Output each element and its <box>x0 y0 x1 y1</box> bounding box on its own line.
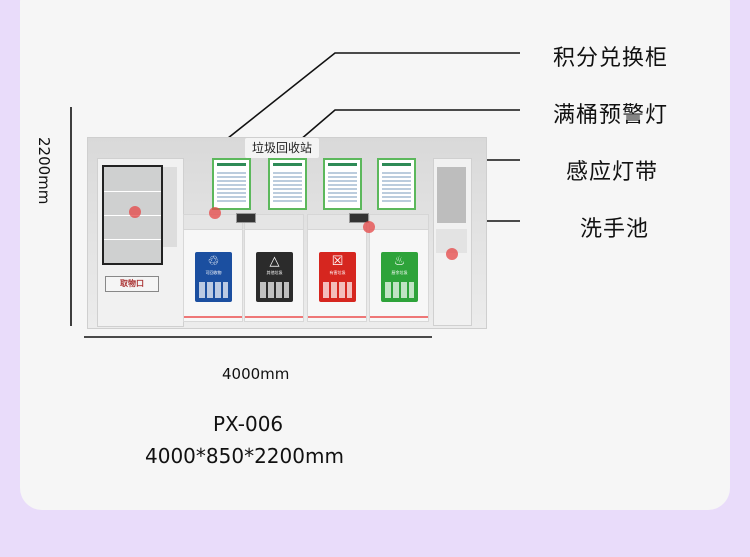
info-poster <box>212 158 251 210</box>
recycle-icon: ♲ <box>207 254 220 269</box>
callout-hand-sink: 洗手池 <box>580 217 650 242</box>
bin-label: 可回收物 <box>205 270 222 275</box>
vending-control-panel <box>163 167 177 247</box>
callout-exchange-cabinet: 积分兑换柜 <box>553 46 669 71</box>
station-sign: 垃圾回收站 <box>245 138 319 158</box>
bin-screen <box>349 213 369 223</box>
bin-recyclable: ♲可回收物 <box>183 214 243 322</box>
info-poster <box>323 158 362 210</box>
sink-mirror <box>437 167 466 223</box>
hand-sink-unit <box>433 158 472 326</box>
pickup-port: 取物口 <box>105 276 159 292</box>
bin-hazardous: ☒有害垃圾 <box>307 214 367 322</box>
other-waste-icon: △ <box>269 254 280 269</box>
width-dimension-label: 4000mm <box>222 365 290 383</box>
model-number: PX-006 <box>213 412 284 436</box>
bin-label: 其他垃圾 <box>266 270 283 275</box>
light-strip-marker <box>363 221 375 233</box>
kitchen-waste-icon: ♨ <box>393 254 406 269</box>
bin-label: 有害垃圾 <box>329 270 346 275</box>
full-warning-marker <box>209 207 221 219</box>
bin-label: 厨余垃圾 <box>391 270 408 275</box>
callout-full-warning-light: 满桶预警灯 <box>553 103 669 128</box>
height-dimension-label: 2200mm <box>35 137 53 205</box>
hazardous-icon: ☒ <box>331 254 344 269</box>
bin-other: △其他垃圾 <box>244 214 304 322</box>
points-exchange-cabinet: 取物口 <box>97 158 184 327</box>
info-poster <box>268 158 307 210</box>
info-poster <box>377 158 416 210</box>
exchange-cabinet-marker <box>129 206 141 218</box>
bin-screen <box>236 213 256 223</box>
bin-kitchen: ♨厨余垃圾 <box>369 214 429 322</box>
sink-marker <box>446 248 458 260</box>
overall-size: 4000*850*2200mm <box>145 444 344 468</box>
callout-sensor-light-strip: 感应灯带 <box>566 160 659 185</box>
